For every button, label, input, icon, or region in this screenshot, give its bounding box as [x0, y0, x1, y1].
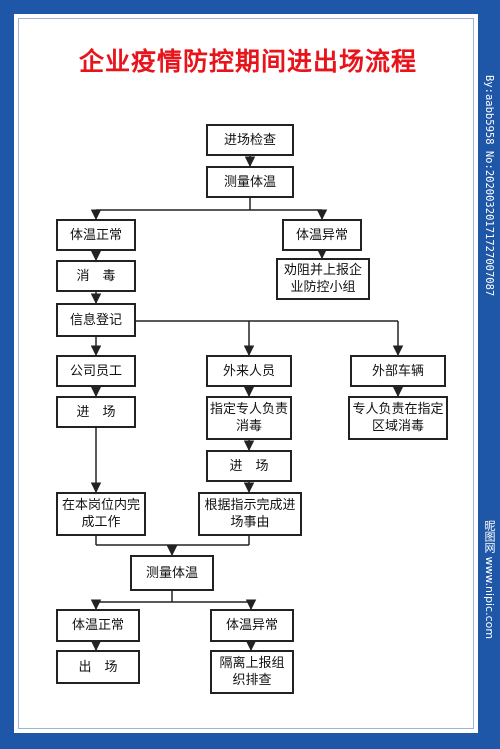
step-temp-abnormal-1: 体温异常	[282, 219, 362, 251]
step-assign-person: 指定专人负责消毒	[206, 396, 292, 440]
step-dissuade-report: 劝阻并上报企业防控小组	[276, 258, 370, 300]
step-isolate-report: 隔离上报组织排查	[210, 650, 294, 694]
step-temp-abnormal-2: 体温异常	[210, 609, 294, 642]
step-vehicles: 外部车辆	[350, 355, 446, 387]
step-staff: 公司员工	[56, 355, 136, 387]
step-info-register: 信息登记	[56, 303, 136, 337]
page-title: 企业疫情防控期间进出场流程	[78, 47, 417, 76]
step-exit: 出 场	[56, 650, 140, 684]
step-vehicle-disinfect: 专人负责在指定区域消毒	[348, 396, 448, 440]
watermark-site-text: 昵图网 www.nipic.com	[483, 520, 496, 640]
step-enter-visitor: 进 场	[206, 450, 292, 482]
step-temp-normal-2: 体温正常	[56, 609, 140, 642]
step-entry-check: 进场检查	[206, 124, 294, 156]
step-finish-by-instruction: 根据指示完成进场事由	[198, 492, 302, 536]
inner-thin-border	[18, 18, 474, 729]
step-measure-temp-1: 测量体温	[206, 166, 294, 198]
step-measure-temp-2: 测量体温	[130, 555, 214, 591]
watermark-strip: By:aabb5958 No:20200320171727007087 昵图网 …	[478, 0, 500, 749]
step-disinfect: 消 毒	[56, 260, 136, 292]
step-enter-staff: 进 场	[56, 396, 136, 428]
step-work-at-post: 在本岗位内完成工作	[56, 492, 146, 536]
watermark-id-text: By:aabb5958 No:20200320171727007087	[483, 75, 495, 297]
step-visitors: 外来人员	[206, 355, 292, 387]
step-temp-normal-1: 体温正常	[56, 219, 136, 251]
